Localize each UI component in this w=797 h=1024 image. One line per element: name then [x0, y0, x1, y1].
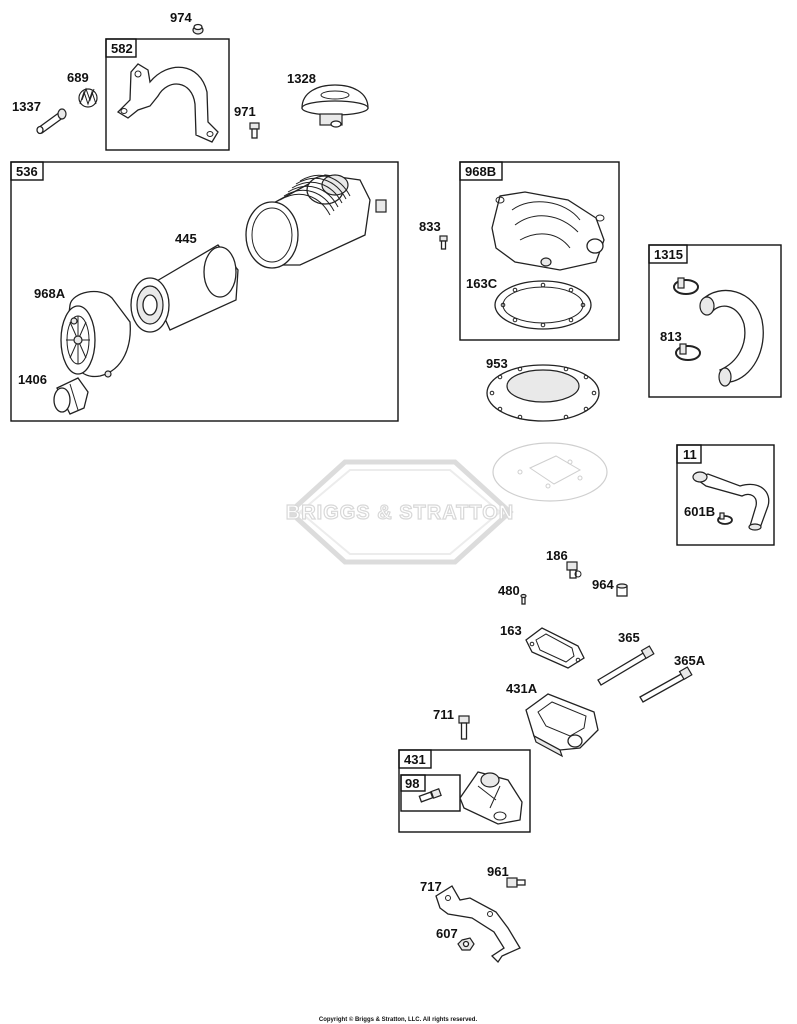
part-480-pin[interactable]: [520, 593, 527, 605]
label-365: 365: [618, 630, 640, 645]
part-953-diaphragm[interactable]: [486, 364, 600, 422]
part-1406-valve[interactable]: [53, 377, 89, 415]
part-968B-cover[interactable]: [491, 191, 605, 271]
box-98-label: 98: [405, 776, 419, 791]
part-365A-bolt[interactable]: [639, 666, 693, 703]
part-607-nut[interactable]: [457, 937, 475, 951]
box-968B: [459, 161, 620, 341]
box-968B-label: 968B: [465, 164, 496, 179]
part-711-screw[interactable]: [458, 715, 470, 740]
label-717: 717: [420, 879, 442, 894]
box-582-label: 582: [111, 41, 133, 56]
part-431A-manifold[interactable]: [525, 693, 599, 758]
label-964: 964: [592, 577, 614, 592]
part-813-clamp[interactable]: [675, 343, 701, 361]
box-11-tag: [676, 444, 702, 464]
part-445-filter[interactable]: [130, 244, 239, 333]
box-431: [398, 749, 531, 833]
part-365-bolt[interactable]: [597, 645, 655, 686]
part-536-air-cleaner-housing[interactable]: [245, 174, 387, 269]
brand-watermark: BRIGGS & STRATTON: [285, 459, 514, 565]
label-1337: 1337: [12, 99, 41, 114]
box-1315-tag: [648, 244, 688, 264]
part-98-screw[interactable]: [418, 788, 442, 803]
part-1337-pin[interactable]: [36, 108, 67, 135]
label-601B: 601B: [684, 504, 715, 519]
box-536-tag: [10, 161, 44, 181]
part-964-plug[interactable]: [616, 583, 628, 597]
box-968B-tag: [459, 161, 503, 181]
part-971-screw[interactable]: [249, 122, 260, 139]
box-431-label: 431: [404, 752, 426, 767]
box-536-label: 536: [16, 164, 38, 179]
box-11-label: 11: [683, 447, 697, 462]
box-11: [676, 444, 775, 546]
label-833: 833: [419, 219, 441, 234]
label-480: 480: [498, 583, 520, 598]
part-601B-clamp[interactable]: [717, 512, 733, 525]
box-536: [10, 161, 399, 422]
label-1406: 1406: [18, 372, 47, 387]
part-1315-clamp-upper[interactable]: [673, 277, 699, 295]
label-968A: 968A: [34, 286, 66, 301]
copyright-text: Copyright © Briggs & Stratton, LLC. All …: [319, 1016, 478, 1023]
box-1315: [648, 244, 782, 398]
label-1328: 1328: [287, 71, 316, 86]
label-365A: 365A: [674, 653, 706, 668]
label-974: 974: [170, 10, 192, 25]
box-1315-label: 1315: [654, 247, 683, 262]
part-961-screw[interactable]: [506, 877, 526, 888]
part-968A-cover[interactable]: [60, 290, 131, 378]
box-431-tag: [398, 749, 432, 769]
part-717-bracket[interactable]: [435, 885, 521, 964]
label-445: 445: [175, 231, 197, 246]
part-plate-faded: [492, 442, 608, 502]
label-711: 711: [433, 707, 454, 722]
label-971: 971: [234, 104, 256, 119]
label-186: 186: [546, 548, 568, 563]
label-953: 953: [486, 356, 508, 371]
part-1315-hose[interactable]: [699, 289, 764, 387]
watermark-text: BRIGGS & STRATTON: [286, 502, 514, 524]
part-582-bracket[interactable]: [116, 63, 219, 143]
part-163-gasket[interactable]: [525, 627, 585, 669]
part-431-intake[interactable]: [459, 771, 523, 825]
label-163C: 163C: [466, 276, 498, 291]
label-431A: 431A: [506, 681, 538, 696]
part-163C-gasket[interactable]: [494, 280, 592, 330]
label-607: 607: [436, 926, 458, 941]
part-11-tube[interactable]: [692, 471, 770, 531]
part-689-spring[interactable]: [78, 87, 98, 108]
box-582-tag: [105, 38, 137, 58]
label-961: 961: [487, 864, 509, 879]
box-582: [105, 38, 230, 151]
box-98: [400, 774, 461, 812]
part-833-screw[interactable]: [439, 235, 448, 250]
part-1328-cap[interactable]: [301, 84, 369, 128]
part-974-nut[interactable]: [192, 23, 204, 35]
label-689: 689: [67, 70, 89, 85]
box-98-tag: [400, 774, 426, 792]
part-186-fitting[interactable]: [566, 561, 582, 579]
label-813: 813: [660, 329, 682, 344]
label-163: 163: [500, 623, 522, 638]
